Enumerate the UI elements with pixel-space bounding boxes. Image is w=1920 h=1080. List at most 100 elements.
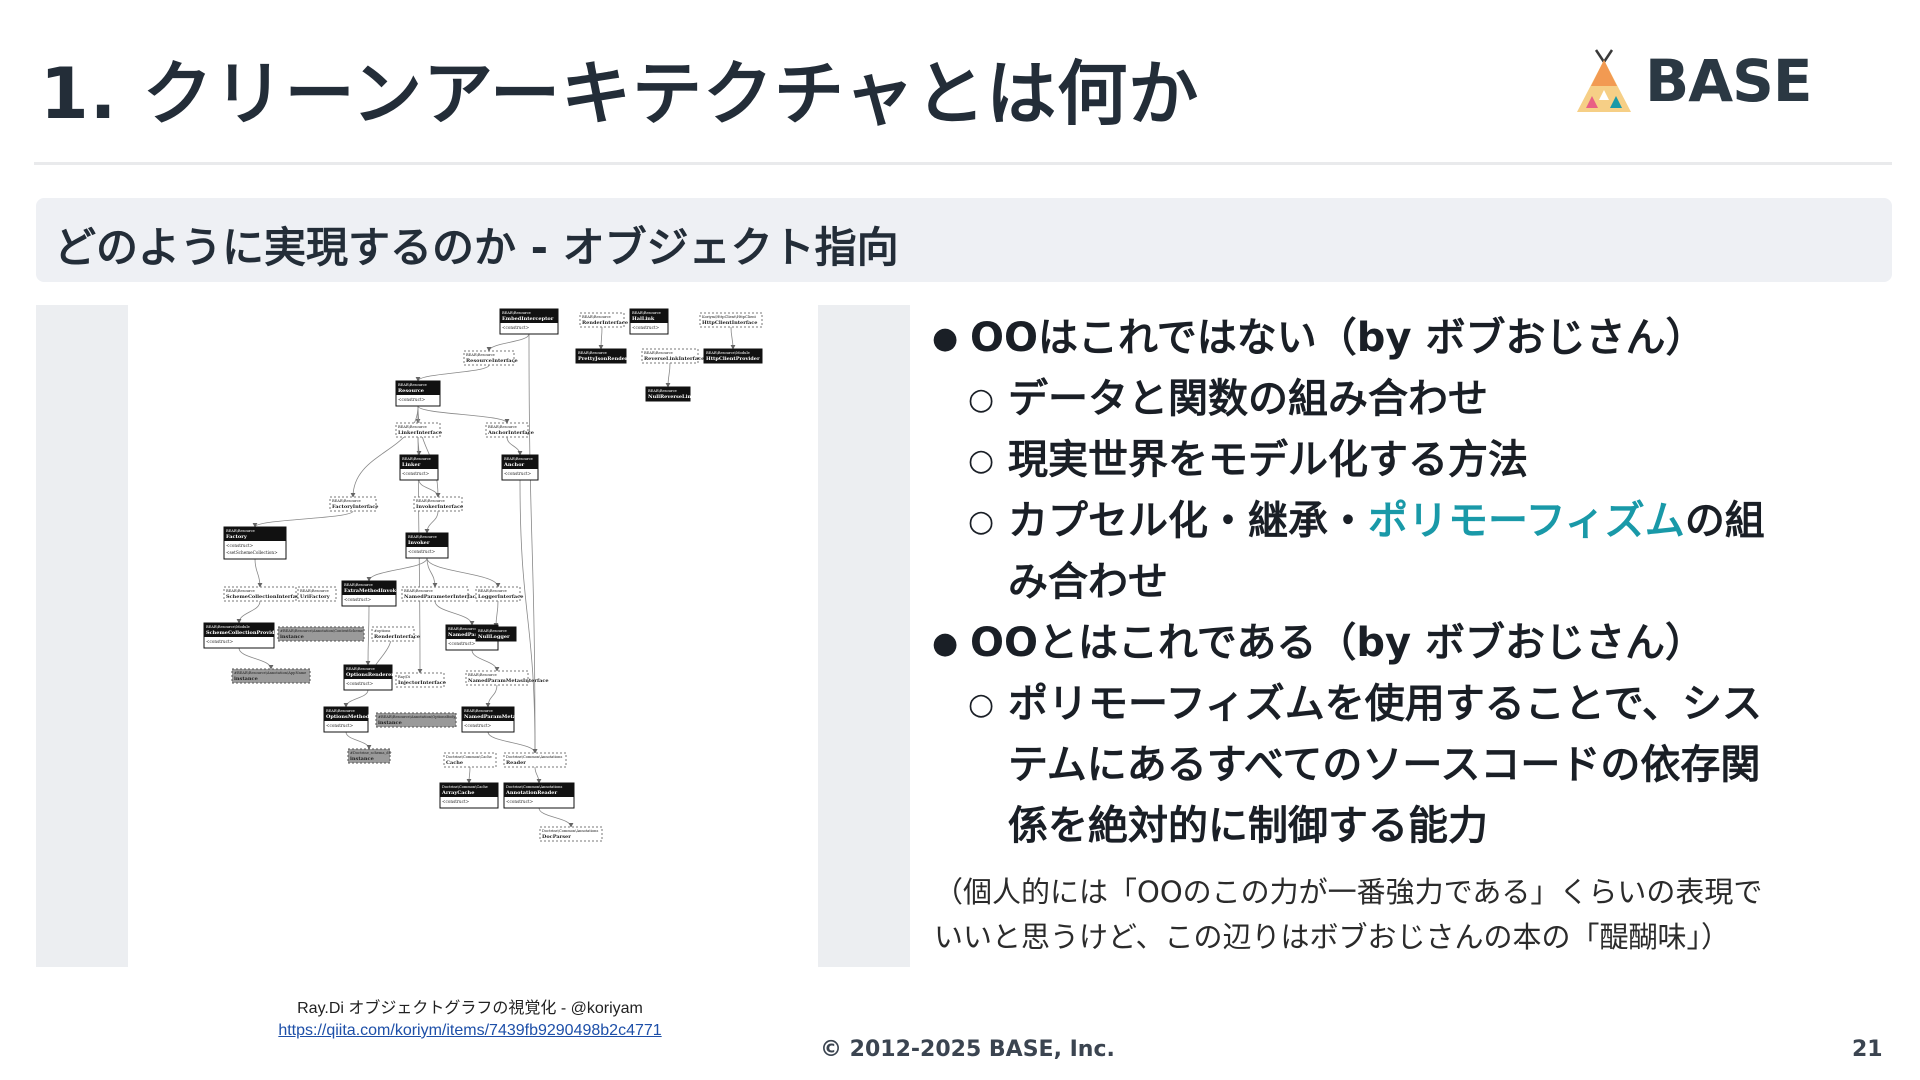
graph-node-namespace: BEAR\Resource — [332, 499, 361, 503]
graph-edge — [343, 689, 369, 708]
graph-node-namespace: BEAR\Resource — [648, 389, 677, 393]
graph-node-name: Linker — [402, 462, 421, 468]
graph-edge — [366, 557, 428, 582]
graph-node-name: OptionsRenderer — [346, 672, 394, 678]
graph-node-namespace: BEAR\Resource — [468, 673, 497, 677]
graph-node-name: ResourceInterface — [466, 358, 518, 364]
graph-node-member: <construct> — [632, 325, 660, 330]
graph-node-name: AnnotationReader — [505, 790, 557, 796]
graph-node-namespace: BEAR\Resource — [488, 425, 517, 429]
note-line: いいと思うけど、この辺りはボブおじさんの本の「醍醐味」） — [934, 920, 1731, 954]
graph-node-namespace: BEAR\Resource — [478, 629, 507, 633]
graph-node-name: NamedParameterInterface — [404, 594, 479, 600]
graph-edge — [238, 647, 274, 670]
graph-node-namespace: BEAR\Resource — [326, 709, 355, 713]
graph-edge — [417, 405, 510, 424]
graph-node-member: <construct> — [464, 723, 492, 728]
graph-node-name: instance — [350, 756, 374, 762]
object-graph-diagram: BEAR\ResourceEmbedInterceptor<construct>… — [203, 308, 763, 842]
graph-node-member: <construct> — [326, 723, 354, 728]
bullet-dot-icon: ● — [932, 626, 959, 661]
graph-node-namespace: #BEAR\Resource\Annotation\AppName — [234, 671, 306, 675]
graph-node-name: HalLink — [632, 316, 655, 322]
graph-node-name: InvokerInterface — [416, 504, 463, 510]
bullet-continuation: み合わせ — [1008, 559, 1168, 605]
graph-node-namespace: BEAR\Resource — [398, 425, 427, 429]
graph-edge — [418, 479, 441, 498]
graph-node-namespace: #Doctrine_schema_dir — [350, 751, 392, 755]
graph-node-name: UriFactory — [300, 594, 331, 600]
graph-node-namespace: BEAR\Resource — [504, 457, 533, 461]
graph-node-name: instance — [378, 720, 402, 726]
graph-node-name: DocParser — [542, 834, 571, 840]
bullet-level2: ○データと関数の組み合わせ — [928, 369, 1888, 430]
graph-node-member: <construct> — [402, 471, 430, 476]
tent-icon — [1577, 49, 1631, 112]
bullet-level2: ○カプセル化・継承・ポリモーフィズムの組み合わせ — [928, 491, 1888, 613]
bullet-level2: ○ポリモーフィズムを使用することで、システムにあるすべてのソースコードの依存関係… — [928, 674, 1888, 857]
subheader-text: どのように実現するのか - オブジェクト指向 — [54, 223, 899, 272]
graph-node-namespace: BEAR\Resource — [464, 709, 493, 713]
bullet-dot-icon: ● — [932, 321, 959, 356]
bullet-ring-icon: ○ — [968, 382, 995, 417]
caption-link[interactable]: https://qiita.com/koriym/items/7439fb929… — [278, 1022, 662, 1039]
graph-node-name: Cache — [446, 760, 463, 766]
graph-node-namespace: BEAR\Resource\Module — [206, 625, 250, 629]
graph-edge — [254, 558, 263, 588]
graph-edge — [466, 766, 472, 784]
graph-node-namespace: BEAR\Resource — [408, 535, 437, 539]
graph-edge — [506, 436, 523, 456]
graph-node: Koriym\HttpClient\HttpClientHttpClientIn… — [699, 312, 763, 328]
graph-edge — [236, 600, 261, 624]
graph-node-name: NullReverseLink — [648, 394, 695, 400]
graph-node-member: <construct> — [226, 543, 254, 548]
graph-node-namespace: Doctrine\Common\Cache — [446, 755, 492, 759]
polymorphism-highlight: ポリモーフィズム — [1368, 498, 1685, 544]
footer-copyright: © 2012-2025 BASE, Inc. — [820, 1037, 1115, 1062]
graph-node-name: PrettyJsonRenderer — [578, 356, 634, 362]
graph-node-name: RenderInterface — [374, 634, 420, 640]
graph-node-namespace: BEAR\Resource — [402, 457, 431, 461]
graph-edge — [350, 405, 419, 498]
logo-text: BASE — [1645, 47, 1812, 115]
graph-node-namespace: Doctrine\Common\Annotations — [542, 829, 598, 833]
graph-node: BEAR\ResourceExtraMethodInvoker<construc… — [341, 580, 402, 607]
graph-node-name: instance — [280, 634, 304, 640]
graph-node-member: <construct> — [502, 325, 530, 330]
graph-node-namespace: BEAR\Resource — [644, 351, 673, 355]
bullet-level2: ○現実世界をモデル化する方法 — [928, 430, 1888, 491]
graph-edge — [345, 731, 372, 750]
graph-node-namespace: BEAR\Resource — [344, 583, 373, 587]
title-divider — [34, 162, 1892, 165]
graph-node-name: Factory — [226, 534, 248, 540]
graph-node-namespace: Doctrine\Common\Annotations — [506, 755, 562, 759]
graph-edge — [434, 600, 475, 626]
graph-node-name: Anchor — [503, 462, 525, 468]
graph-node-namespace: BEAR\Resource — [226, 529, 255, 533]
graph-edge — [426, 557, 501, 588]
graph-edge — [665, 362, 671, 388]
graph-node-namespace: BEAR\Resource — [416, 499, 445, 503]
graph-node-namespace: Ray\Di — [398, 675, 411, 679]
graph-node-name: FactoryInterface — [332, 504, 378, 510]
graph-node-member: <construct> — [448, 641, 476, 646]
graph-node-name: NullLogger — [478, 634, 510, 640]
graph-node-member: <construct> — [346, 681, 374, 686]
